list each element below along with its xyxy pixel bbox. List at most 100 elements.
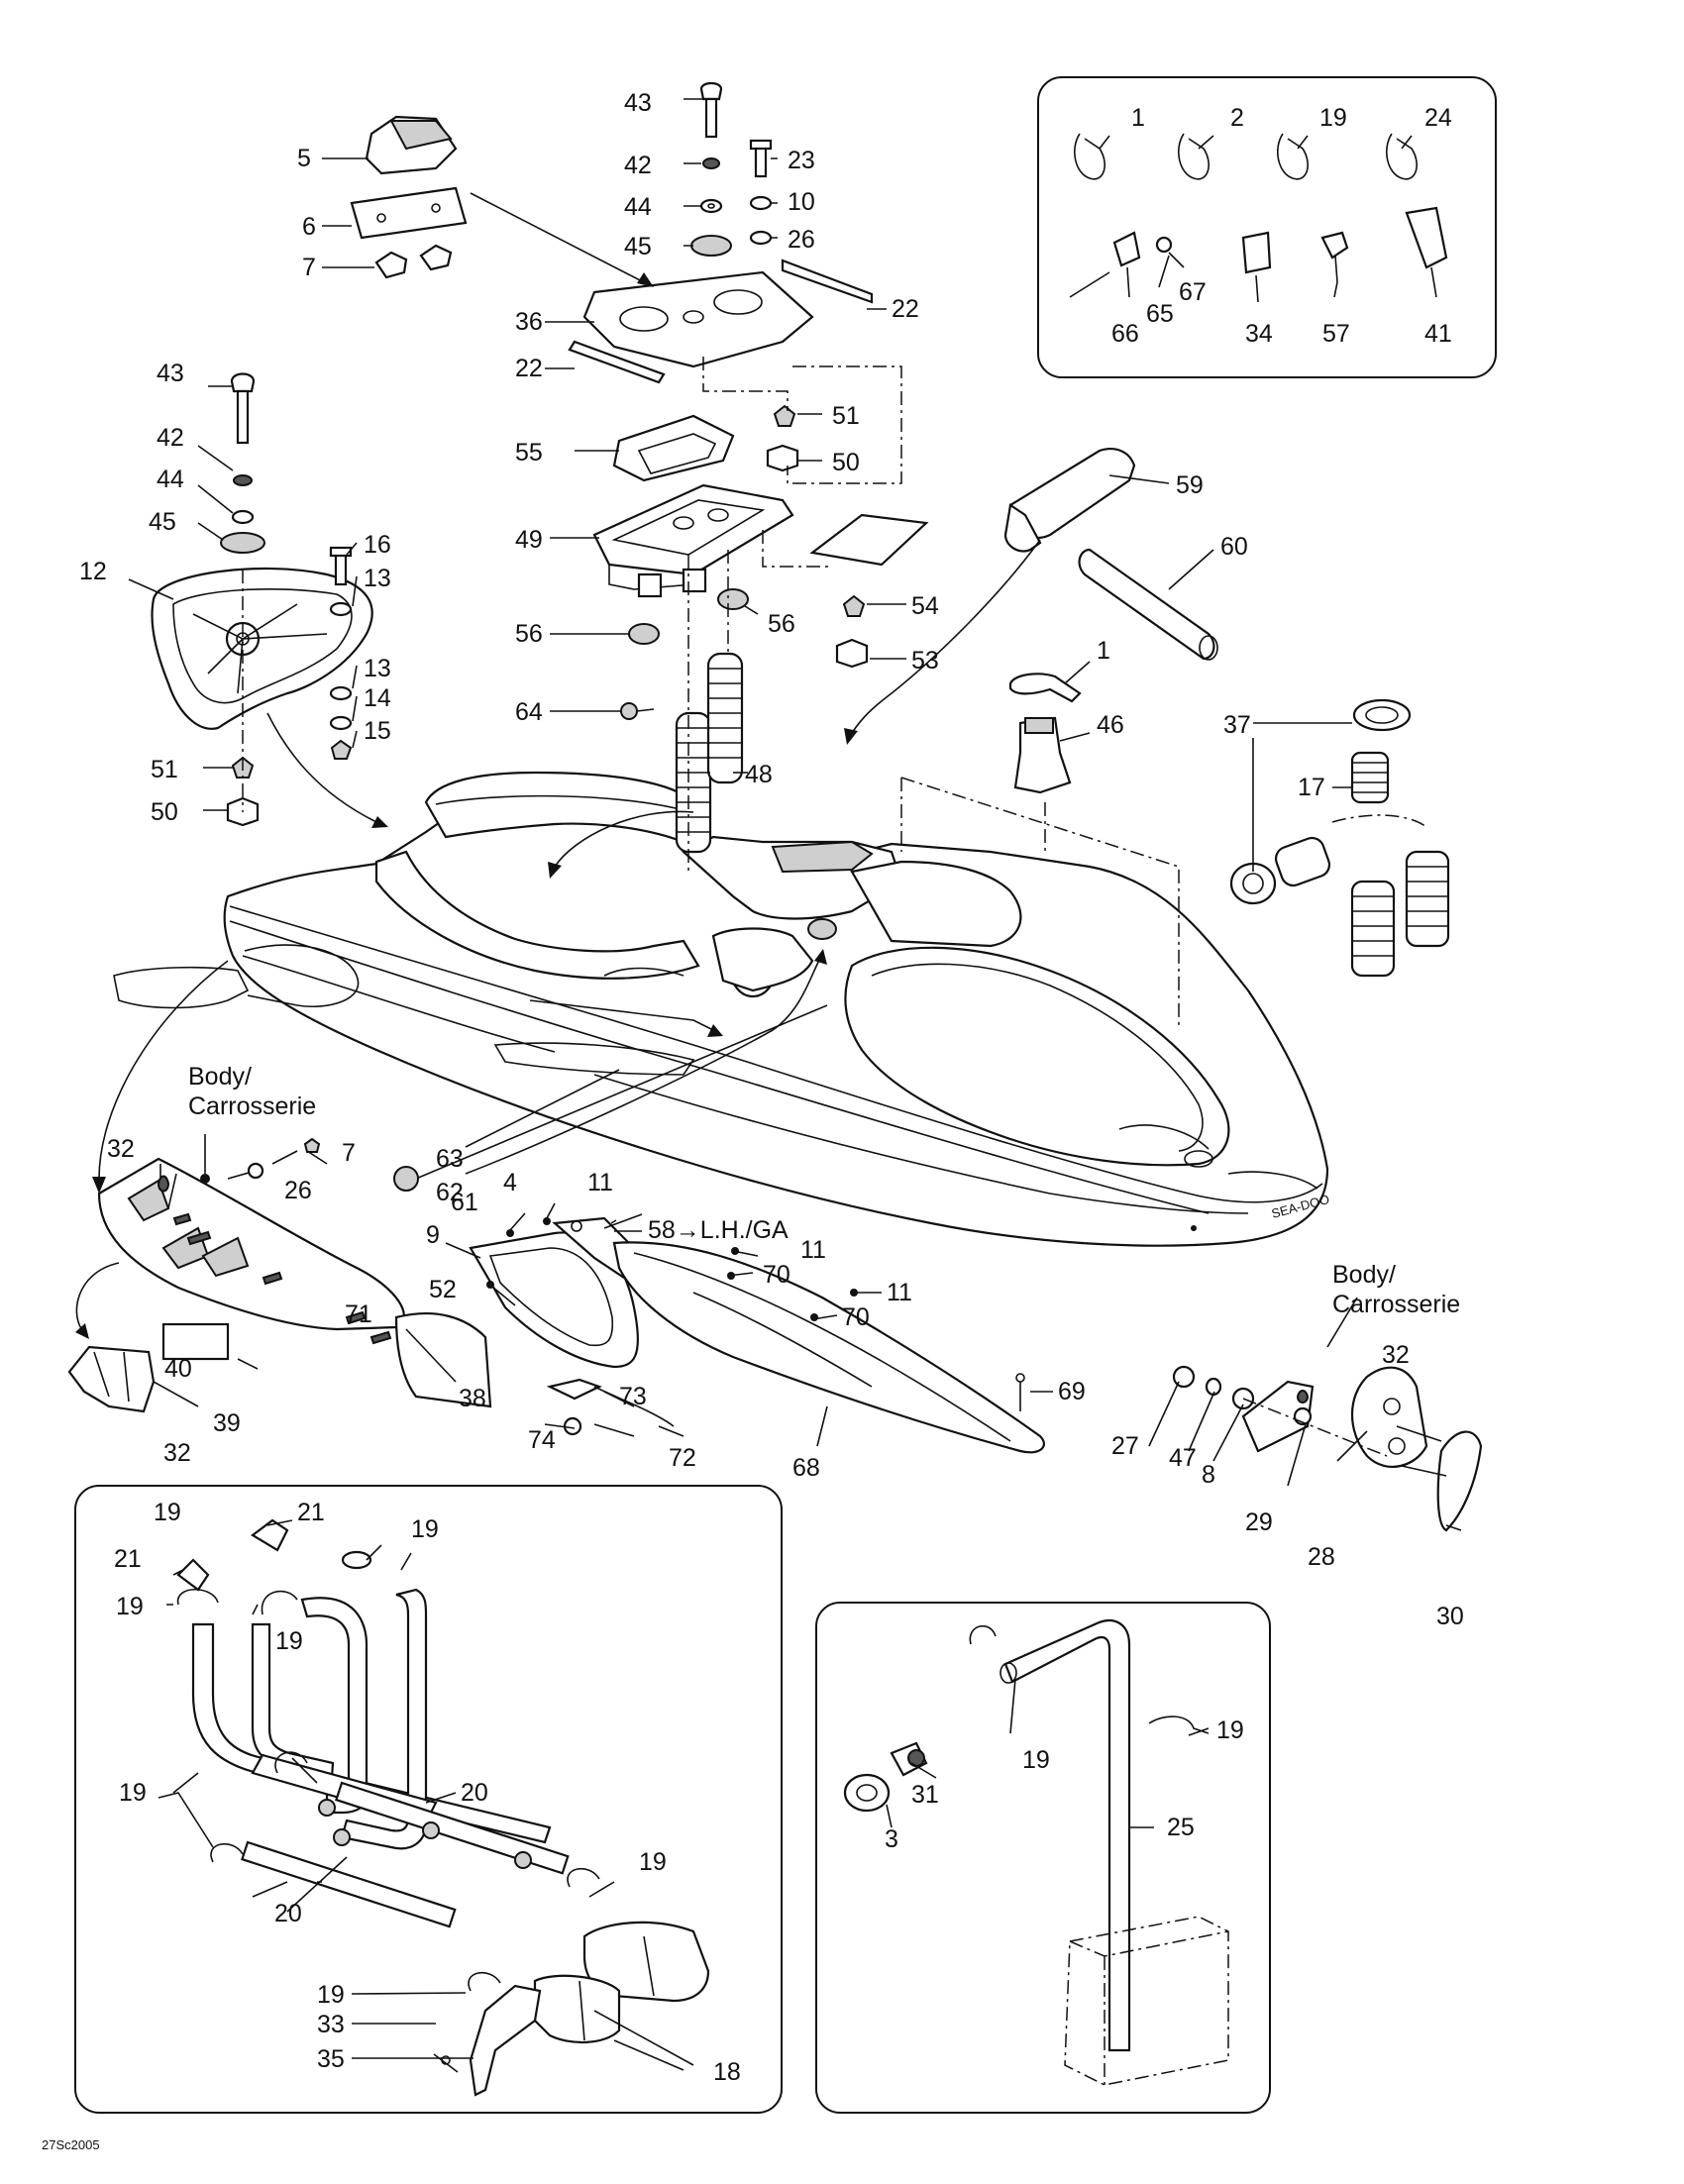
callout-22-b: 22 — [515, 355, 543, 382]
callout-7: 7 — [302, 254, 316, 281]
callout-67: 67 — [1179, 278, 1207, 306]
callout-4: 4 — [503, 1169, 517, 1196]
vent-tube-assembly — [843, 1618, 1229, 2086]
callout-32-c: 32 — [1382, 1341, 1410, 1369]
callout-52: 52 — [429, 1276, 457, 1303]
leader-dashed-1 — [702, 357, 789, 411]
right-lower-parts — [1172, 1365, 1483, 1532]
callout-66: 66 — [1111, 320, 1139, 348]
callout-40: 40 — [164, 1355, 192, 1383]
callout-26: 26 — [788, 226, 815, 254]
callout-21-b: 21 — [114, 1545, 142, 1573]
callout-22: 22 — [892, 295, 919, 323]
body-label-left-2: Carrosserie — [188, 1092, 316, 1120]
callout-64: 64 — [515, 698, 543, 726]
inset-box-vent-tube — [815, 1602, 1271, 2114]
callout-20: 20 — [461, 1779, 488, 1807]
side-panel-parts — [469, 1216, 1045, 1454]
callout-9: 9 — [426, 1221, 440, 1249]
callout-35: 35 — [317, 2045, 345, 2073]
callout-74: 74 — [528, 1426, 556, 1454]
handle-tube-parts — [844, 448, 1218, 745]
vent-bellows-parts — [900, 698, 1450, 1030]
inset-box-hoses — [74, 1485, 783, 2114]
callout-17: 17 — [1298, 774, 1325, 801]
lh-ga-label: 58→L.H./GA — [648, 1216, 789, 1244]
callout-27: 27 — [1111, 1432, 1139, 1460]
callout-42-b: 42 — [157, 424, 184, 452]
callout-26-b: 26 — [284, 1177, 312, 1204]
callout-19-i: 19 — [1022, 1746, 1050, 1774]
drawing-code: 27Sc2005 — [42, 2137, 100, 2152]
leader-dashed-2 — [787, 365, 902, 484]
callout-33: 33 — [317, 2011, 345, 2038]
callout-31: 31 — [911, 1781, 939, 1809]
callout-11-b: 11 — [800, 1236, 826, 1264]
callout-7-b: 7 — [342, 1139, 356, 1167]
inset-box-fasteners — [1037, 76, 1497, 378]
callout-73: 73 — [619, 1383, 647, 1410]
callout-18: 18 — [713, 2058, 741, 2086]
vent-assembly — [1008, 673, 1082, 852]
callout-37: 37 — [1223, 711, 1251, 739]
air-intake-grille-assembly — [67, 1157, 492, 1413]
fastener-inset-parts — [1069, 133, 1448, 298]
leader-dashed-3 — [762, 530, 832, 568]
callout-57: 57 — [1322, 320, 1350, 348]
callout-21: 21 — [297, 1499, 325, 1526]
callout-43-b: 43 — [157, 360, 184, 387]
callout-62: 62 — [436, 1179, 464, 1206]
callout-50-b: 50 — [151, 798, 178, 826]
callout-29: 29 — [1245, 1508, 1273, 1536]
callout-55: 55 — [515, 439, 543, 467]
callout-32: 32 — [107, 1135, 135, 1163]
callout-36: 36 — [515, 308, 543, 336]
callout-51: 51 — [832, 402, 860, 430]
body-label-left-1: Body/ — [188, 1063, 252, 1091]
callout-59: 59 — [1176, 471, 1204, 499]
callout-10: 10 — [788, 188, 815, 216]
callout-19-d: 19 — [116, 1593, 144, 1620]
callout-23: 23 — [788, 147, 815, 174]
grab-handle-assembly — [151, 372, 373, 827]
callout-53: 53 — [911, 647, 939, 675]
callout-19: 19 — [1319, 104, 1347, 132]
callout-19-c: 19 — [411, 1515, 439, 1543]
storage-bin-assembly — [592, 414, 794, 854]
leader-lines — [75, 98, 1462, 2071]
callout-44-b: 44 — [157, 466, 184, 493]
callout-20-b: 20 — [274, 1900, 302, 1927]
callout-24: 24 — [1424, 104, 1452, 132]
callout-2: 2 — [1230, 104, 1244, 132]
callout-46: 46 — [1097, 711, 1124, 739]
callout-45: 45 — [624, 233, 652, 260]
callout-56: 56 — [515, 620, 543, 648]
callout-71: 71 — [345, 1300, 372, 1328]
callout-12: 12 — [79, 558, 107, 585]
callout-13: 13 — [364, 565, 391, 592]
callout-16: 16 — [364, 531, 391, 559]
callout-39: 39 — [213, 1409, 241, 1437]
callout-49: 49 — [515, 526, 543, 554]
callout-63: 63 — [436, 1145, 464, 1173]
callout-14: 14 — [364, 684, 391, 712]
callout-45-b: 45 — [149, 508, 176, 536]
callout-65: 65 — [1146, 300, 1174, 328]
callout-47: 47 — [1169, 1444, 1197, 1472]
callout-numbers: 43 42 44 45 23 10 26 22 36 22 55 49 56 5… — [79, 89, 1464, 2086]
callout-30: 30 — [1436, 1603, 1464, 1630]
callout-43: 43 — [624, 89, 652, 117]
callout-72: 72 — [669, 1444, 696, 1472]
hull-body: SEA-DOO — [113, 771, 1331, 1247]
callout-19-b: 19 — [154, 1499, 181, 1526]
callout-42: 42 — [624, 152, 652, 179]
callout-70-b: 70 — [842, 1303, 870, 1331]
callout-34: 34 — [1245, 320, 1273, 348]
callout-6: 6 — [302, 213, 316, 241]
callout-69: 69 — [1058, 1378, 1086, 1405]
callout-50: 50 — [832, 449, 860, 476]
callout-1-b: 1 — [1131, 104, 1145, 132]
callout-5: 5 — [297, 145, 311, 172]
callout-1: 1 — [1097, 637, 1110, 665]
